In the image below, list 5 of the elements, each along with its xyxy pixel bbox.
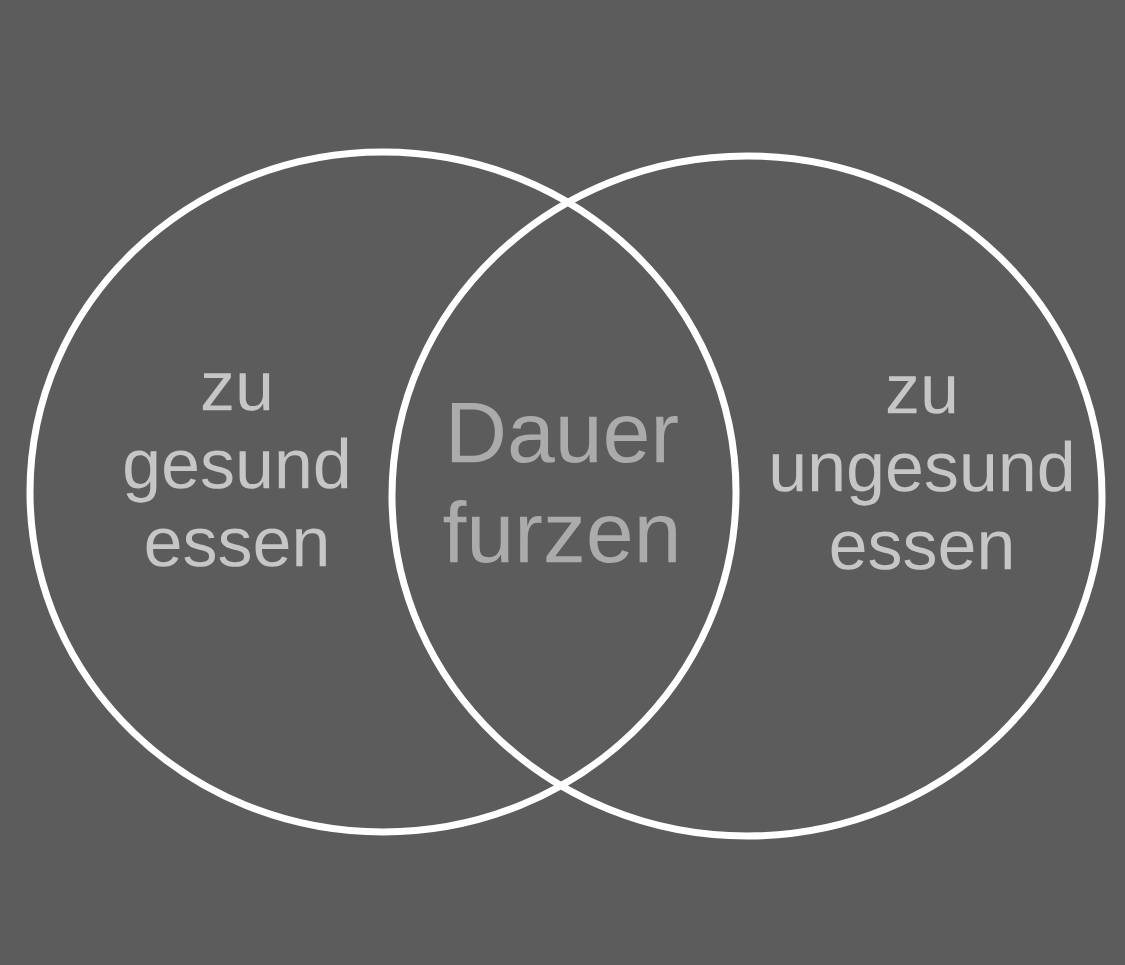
venn-circle (26, 148, 740, 836)
set-label: zu gesund essen (125, 373, 348, 567)
venn-circle (388, 152, 1106, 840)
intersection-label: Dauer furzen (443, 403, 678, 563)
set-label: zu ungesund essen (772, 376, 1072, 570)
